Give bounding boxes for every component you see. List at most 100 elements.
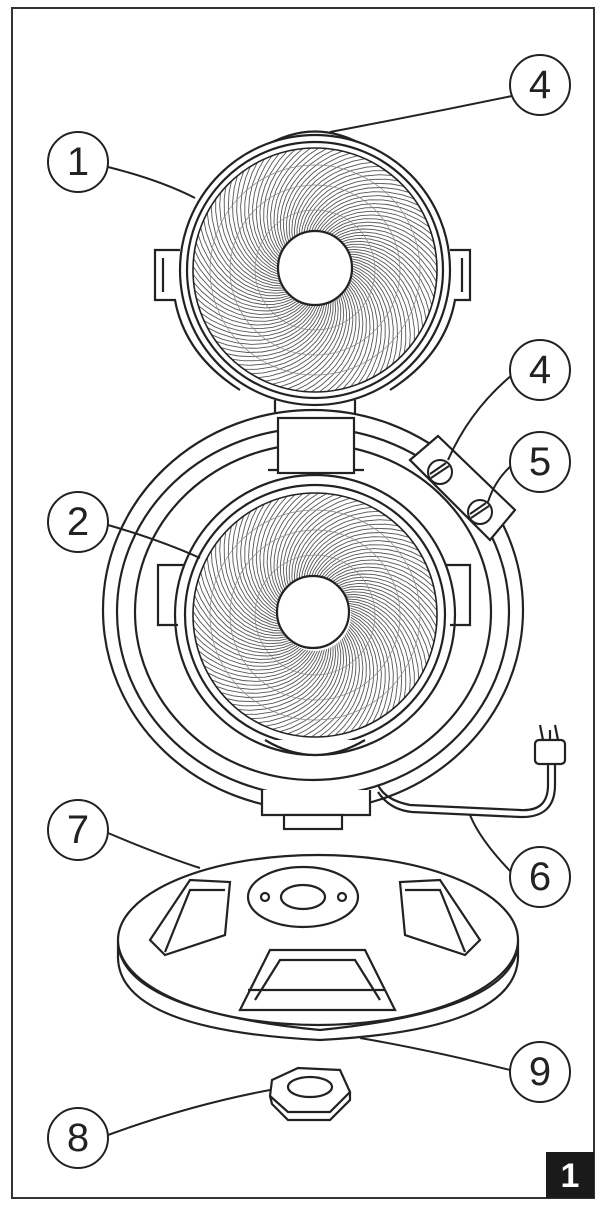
plate-groove (259, 148, 290, 262)
plate-groove (208, 650, 318, 690)
plate-groove (348, 600, 411, 696)
callout-7-label: 7 (67, 808, 89, 852)
plate-groove (334, 231, 437, 285)
plate-groove (292, 291, 350, 392)
plate-groove (261, 298, 339, 383)
plate-groove (280, 148, 338, 249)
figure-number-badge: 1 (546, 1152, 594, 1198)
plate-groove (292, 636, 350, 737)
plate-groove (330, 225, 437, 269)
plate-groove (324, 283, 364, 392)
plate-groove (193, 279, 302, 319)
screw-1 (427, 459, 453, 485)
plate-groove (212, 650, 321, 694)
plate-groove (270, 493, 314, 600)
plate-groove (234, 648, 330, 711)
plate-groove (326, 563, 437, 598)
plate-groove (282, 149, 346, 247)
plate-groove (328, 566, 437, 606)
plate-groove (308, 632, 357, 737)
plate-groove (223, 183, 281, 283)
plate-groove (217, 650, 323, 698)
plate-groove (195, 303, 309, 330)
plate-groove (349, 605, 403, 708)
callout-6-label: 6 (529, 855, 551, 899)
plate-groove (350, 269, 386, 381)
plate-groove (298, 170, 390, 238)
plate-groove (193, 640, 307, 671)
upper-plate-pattern (193, 148, 437, 392)
plate-groove (300, 289, 354, 392)
plate-groove (348, 255, 411, 351)
plate-groove (346, 251, 420, 338)
screw-2 (467, 499, 493, 525)
plate-groove (234, 303, 330, 366)
plate-groove (261, 643, 339, 728)
plate-groove (248, 500, 280, 613)
plate-groove (232, 172, 280, 278)
callout-8: 8 (47, 1107, 109, 1169)
callout-2: 2 (47, 491, 109, 553)
plate-groove (204, 305, 316, 341)
power-plug (533, 738, 567, 766)
lower-plate-pattern (193, 493, 437, 737)
plate-groove (321, 210, 435, 237)
callout-4-top: 4 (509, 54, 571, 116)
plate-groove (197, 305, 311, 333)
plate-groove (312, 195, 422, 235)
callout-1: 1 (47, 131, 109, 193)
plate-groove (300, 174, 396, 237)
plate-groove (284, 638, 348, 736)
plate-groove (240, 508, 280, 618)
figure-number: 1 (561, 1157, 580, 1195)
plate-groove (193, 271, 300, 315)
plate-groove (307, 532, 413, 580)
plate-groove (340, 240, 434, 309)
plate-groove (328, 221, 437, 261)
plate-groove (200, 650, 313, 682)
plate-groove (350, 617, 382, 730)
plate-groove (332, 281, 367, 392)
plate-groove (193, 608, 298, 657)
plate-groove (293, 161, 376, 241)
plate-groove (223, 528, 281, 628)
plate-groove (350, 612, 390, 722)
figure-frame (11, 7, 595, 1199)
plate-groove (342, 243, 431, 317)
plate-groove (298, 515, 390, 583)
plate-groove (340, 278, 371, 392)
callout-6: 6 (509, 846, 571, 908)
plate-groove (273, 148, 322, 253)
plate-groove (263, 148, 298, 259)
plate-groove (332, 573, 437, 622)
plate-groove (349, 602, 407, 702)
plate-groove (330, 570, 437, 614)
plate-groove (227, 177, 281, 280)
plate-groove (240, 302, 332, 370)
plate-groove (316, 630, 360, 737)
plate-groove (308, 287, 357, 392)
plate-groove (199, 568, 288, 642)
plate-groove (293, 506, 376, 586)
plate-groove (324, 628, 364, 737)
plate-groove (268, 642, 342, 731)
plate-groove (244, 159, 280, 271)
plate-groove (350, 609, 394, 718)
plate-groove (193, 263, 298, 312)
plate-groove (314, 544, 426, 580)
callout-4-screw: 4 (509, 339, 571, 401)
plate-groove (300, 519, 396, 582)
plate-groove (347, 598, 415, 690)
plate-groove (219, 534, 282, 630)
plate-groove (336, 235, 437, 293)
plate-groove (254, 299, 337, 379)
plate-groove (194, 239, 292, 303)
plate-groove (193, 632, 304, 667)
plate-groove (206, 209, 286, 292)
plate-groove (321, 555, 435, 582)
plate-groove (314, 199, 426, 235)
plate-groove (323, 559, 437, 590)
leader-lines (107, 95, 513, 1136)
plate-groove (282, 494, 346, 592)
